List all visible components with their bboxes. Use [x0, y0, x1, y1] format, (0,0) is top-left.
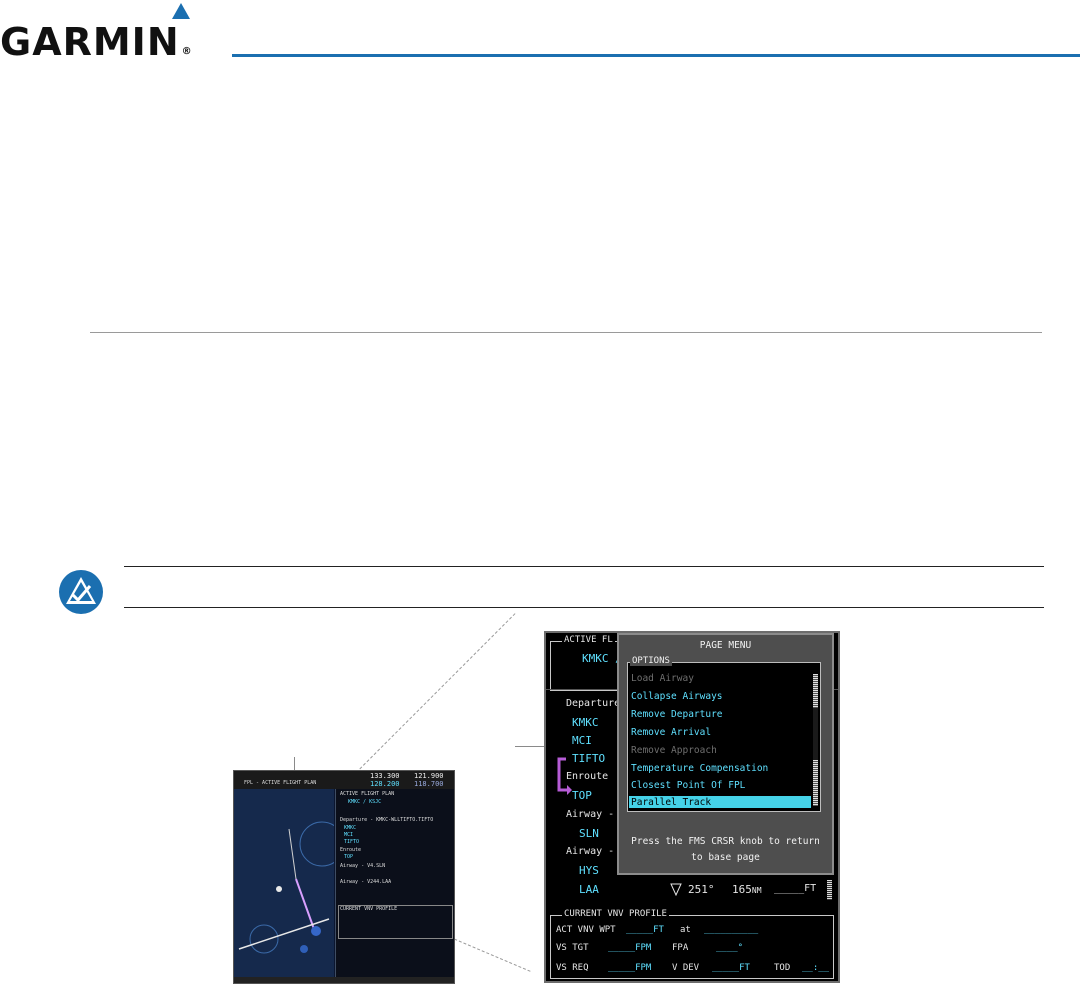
vs-req-value: _____FPM: [608, 963, 652, 973]
section-divider: [90, 332, 1042, 333]
vnv-profile-title: CURRENT VNV PROFILE: [562, 909, 669, 919]
menu-item-parallel-track[interactable]: Parallel Track: [631, 797, 712, 808]
note-bottom-rule: [124, 607, 1044, 608]
menu-scroll-thumb-bottom: [813, 760, 818, 806]
fpa-value: ____°: [716, 943, 744, 953]
zoom-line-top: [338, 613, 516, 791]
act-vnv-wpt-value: _____FT: [626, 925, 664, 935]
thumb-vnv-box: [338, 905, 453, 939]
note-pencil-icon: [59, 570, 103, 614]
at-label: at: [680, 925, 691, 935]
registered-mark: ®: [181, 46, 193, 57]
thumb-map: [234, 789, 345, 977]
options-box: [627, 662, 821, 812]
menu-scrollbar[interactable]: [813, 674, 818, 804]
menu-selection-highlight: [629, 796, 811, 808]
thumb-airway1-row: Airway - V4.SLN: [340, 863, 386, 869]
departure-label: Departure: [566, 698, 621, 709]
garmin-delta-icon: [172, 3, 190, 19]
thumb-vnv-title: CURRENT VNV PROFILE: [340, 906, 398, 912]
airway1-label: Airway - V: [566, 809, 627, 820]
menu-item-remove-departure[interactable]: Remove Departure: [631, 709, 723, 720]
menu-item-remove-approach[interactable]: Remove Approach: [631, 745, 717, 756]
vs-req-label: VS REQ: [556, 963, 589, 973]
active-leg-arrow-icon: [557, 757, 572, 795]
options-label: OPTIONS: [630, 656, 672, 666]
menu-item-remove-arrival[interactable]: Remove Arrival: [631, 727, 712, 738]
thumb-com1-active: 133.300: [370, 772, 400, 780]
thumb-flight-plan: ACTIVE FLIGHT PLAN KMKC / KSJC Departure…: [335, 789, 454, 977]
waypoint-tifto[interactable]: TIFTO: [572, 752, 606, 765]
menu-item-temperature-compensation[interactable]: Temperature Compensation: [631, 763, 769, 774]
thumb-wpt-kmkc: KMKC: [344, 825, 357, 831]
thumb-com2-standby: 128.200: [370, 780, 400, 788]
laa-distance-unit: NM: [751, 886, 762, 895]
mfd-thumbnail: 133.300 121.900 128.200 118.700 FPL - AC…: [233, 770, 455, 984]
flight-plan-callout-line: [515, 746, 547, 747]
dtk-symbol-icon: [670, 883, 682, 896]
airway2-label: Airway - V: [566, 846, 627, 857]
thumb-enroute-label: Enroute: [340, 847, 362, 853]
thumb-softkey-bar: [234, 977, 454, 983]
thumb-wpt-mci: MCI: [344, 832, 354, 838]
laa-dtk: 251°: [688, 883, 715, 896]
thumb-panel-title: ACTIVE FLIGHT PLAN: [340, 791, 395, 797]
thumb-com2-active: 118.700: [414, 780, 444, 788]
logo-text: GARMIN: [0, 20, 180, 64]
vs-tgt-label: VS TGT: [556, 943, 589, 953]
act-vnv-wpt-name: __________: [704, 925, 759, 935]
enroute-label: Enroute: [566, 771, 609, 782]
waypoint-mci[interactable]: MCI: [572, 734, 592, 747]
active-fpl-label: ACTIVE FL: [562, 635, 615, 645]
waypoint-sln[interactable]: SLN: [579, 827, 599, 840]
thumb-wpt-top: TOP: [344, 854, 354, 860]
vdev-label: V DEV: [672, 963, 700, 973]
vdev-value: _____FT: [712, 963, 750, 973]
menu-item-closest-point-of-fpl[interactable]: Closest Point Of FPL: [631, 780, 746, 791]
vs-tgt-value: _____FPM: [608, 943, 652, 953]
menu-item-load-airway[interactable]: Load Airway: [631, 673, 694, 684]
fpl-scrollbar[interactable]: [827, 880, 832, 900]
waypoint-top[interactable]: TOP: [572, 789, 592, 802]
thumb-wpt-tifto: TIFTO: [344, 839, 360, 845]
menu-help-text: Press the FMS CRSR knob to return to bas…: [617, 834, 834, 866]
header-rule: [232, 54, 1080, 57]
route-label: KMKC /: [582, 652, 622, 665]
thumb-page-title: FPL - ACTIVE FLIGHT PLAN: [244, 780, 317, 786]
vnv-profile-box: [550, 915, 834, 979]
tod-value: __:__: [802, 963, 830, 973]
tod-label: TOD: [774, 963, 791, 973]
thumb-departure-row: Departure - KMKC-WLLTIFTO.TIFTO: [340, 817, 434, 823]
menu-scroll-thumb-top: [813, 674, 818, 708]
thumb-top-bar: 133.300 121.900 128.200 118.700 FPL - AC…: [234, 771, 454, 789]
thumb-com1-standby: 121.900: [414, 772, 444, 780]
thumb-airway2-row: Airway - V244.LAA: [340, 879, 392, 885]
laa-distance-value: 165: [732, 883, 752, 896]
menu-item-collapse-airways[interactable]: Collapse Airways: [631, 691, 723, 702]
act-vnv-wpt-label: ACT VNV WPT: [556, 925, 616, 935]
thumb-route: KMKC / KSJC: [348, 799, 382, 805]
note-top-rule: [124, 566, 1044, 567]
waypoint-kmkc[interactable]: KMKC: [572, 716, 599, 729]
fpa-label: FPA: [672, 943, 689, 953]
menu-help-line1: Press the FMS CRSR knob to return: [631, 836, 820, 847]
laa-distance: 165NM: [732, 883, 762, 896]
garmin-logo: GARMIN®: [0, 20, 193, 64]
waypoint-laa[interactable]: LAA: [579, 883, 599, 896]
laa-altitude[interactable]: _____FT: [774, 883, 817, 894]
waypoint-hys[interactable]: HYS: [579, 864, 599, 877]
menu-help-line2: to base page: [691, 852, 760, 863]
page-menu-title: PAGE MENU: [699, 640, 752, 651]
thumb-map-graphic: [234, 789, 345, 977]
